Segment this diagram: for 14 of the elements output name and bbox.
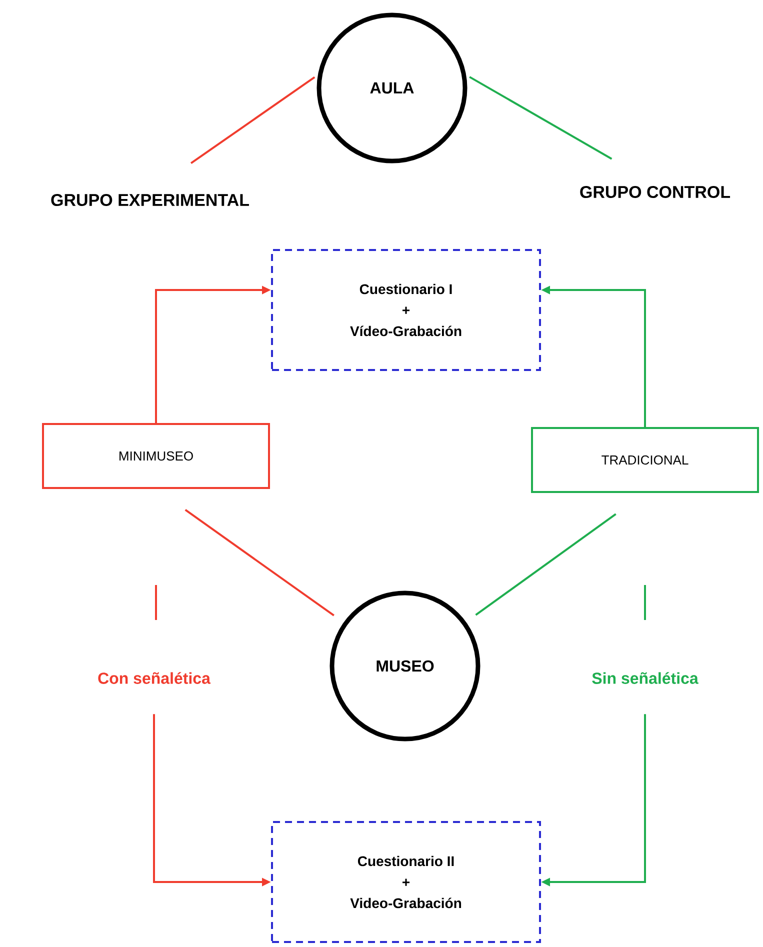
dashed-box: Cuestionario II + Video-Grabación xyxy=(271,821,541,943)
circle-node: MUSEO xyxy=(330,590,480,742)
connector xyxy=(184,509,334,616)
condition-label: Con señalética xyxy=(98,672,211,684)
connector xyxy=(190,76,316,164)
connector xyxy=(469,76,612,160)
dashed-box: Cuestionario I + Vídeo-Grabación xyxy=(271,249,541,371)
process-box: MINIMUSEO xyxy=(42,423,270,489)
circle-node: AULA xyxy=(316,12,468,164)
condition-label: Sin señalética xyxy=(592,672,698,684)
connector xyxy=(475,513,616,616)
process-box: TRADICIONAL xyxy=(531,427,759,493)
group-heading: GRUPO CONTROL xyxy=(580,186,730,198)
group-heading: GRUPO EXPERIMENTAL xyxy=(51,194,249,206)
